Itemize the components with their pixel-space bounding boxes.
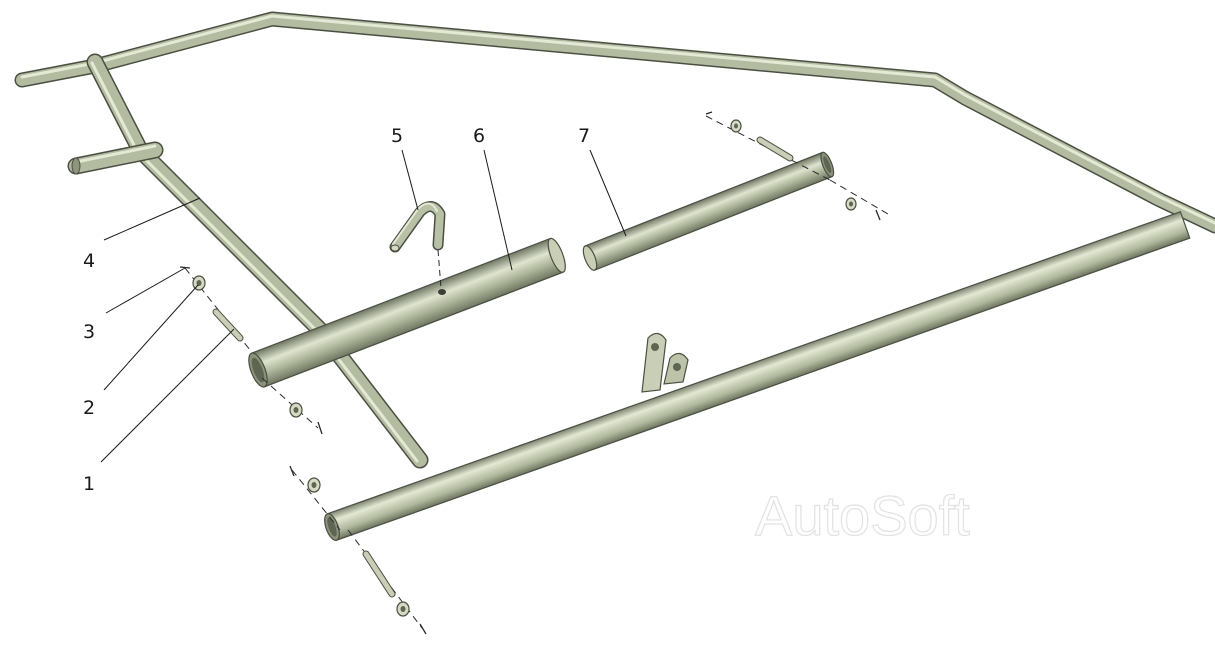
callout-6: 6 [473, 125, 485, 147]
washer-bottom [396, 601, 427, 635]
washer-right-bottom [845, 197, 881, 221]
frame-left-leg [86, 53, 429, 469]
clevis-bracket [641, 332, 689, 393]
pin-left [212, 308, 244, 342]
part-5-bent-pin [389, 201, 446, 253]
cotter-pin-left [179, 266, 191, 269]
callout-1: 1 [83, 473, 95, 495]
callout-4: 4 [83, 250, 95, 272]
frame-left-stub [67, 141, 164, 175]
washer-right-top [705, 111, 742, 133]
pin-right [756, 136, 794, 162]
pin-bottom [362, 550, 396, 598]
part-6-hole [438, 289, 446, 295]
callout-5: 5 [391, 125, 403, 147]
washer-lower [289, 465, 321, 493]
watermark-text: AutoSoft [755, 484, 970, 547]
callout-3: 3 [83, 321, 95, 343]
leader-lines [100, 149, 627, 463]
part-7-tube [582, 151, 835, 271]
frame-top-rail [14, 11, 1215, 234]
callout-7: 7 [578, 125, 590, 147]
washer-mid [289, 402, 323, 435]
callout-2: 2 [83, 397, 95, 419]
cross-tube-long [324, 210, 1191, 541]
